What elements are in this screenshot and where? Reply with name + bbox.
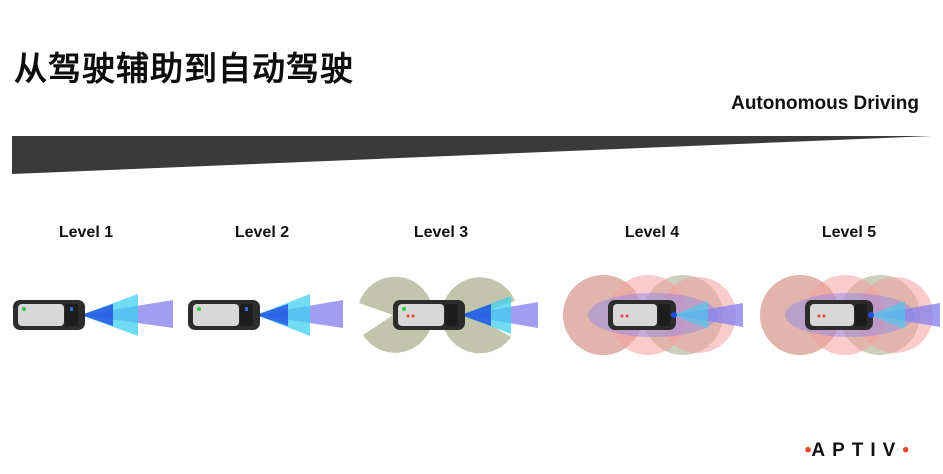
logo-dot-right: • bbox=[902, 440, 909, 461]
page-title: 从驾驶辅助到自动驾驶 bbox=[14, 49, 354, 88]
level-5-car-illustration bbox=[760, 275, 940, 355]
level-3-car-illustration bbox=[359, 276, 538, 354]
level-2-car-illustration bbox=[188, 294, 343, 336]
level-4-car-illustration bbox=[563, 275, 743, 355]
level-4-label: Level 4 bbox=[624, 224, 680, 241]
level-3-label: Level 3 bbox=[413, 224, 469, 241]
logo-dot-left: • bbox=[804, 440, 812, 461]
aptiv-logo: •APTIV• bbox=[805, 440, 909, 462]
level-2-label: Level 2 bbox=[234, 224, 290, 241]
subtitle: Autonomous Driving bbox=[731, 93, 919, 114]
level-1-car-illustration bbox=[13, 294, 173, 336]
level-1-label: Level 1 bbox=[58, 224, 114, 241]
level-5-label: Level 5 bbox=[821, 224, 877, 241]
progress-wedge bbox=[12, 136, 932, 174]
logo-text: APTIV bbox=[811, 440, 903, 461]
